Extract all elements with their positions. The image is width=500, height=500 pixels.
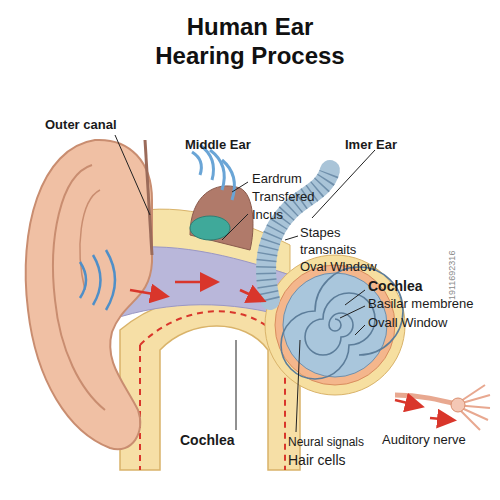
part-label: Neural signals (288, 436, 364, 449)
leader-line (115, 135, 150, 215)
leader-line (296, 340, 300, 432)
part-label: Ovall Window (368, 316, 447, 330)
sound-wave (210, 150, 224, 190)
leader-line (340, 306, 365, 318)
part-label: Outer canal (45, 118, 117, 132)
part-label: Basilar membrene (368, 297, 474, 311)
section-label: Middle Ear (185, 138, 251, 152)
blood-vessel (140, 311, 285, 470)
sound-wave (106, 250, 115, 310)
leader-line (222, 214, 248, 240)
part-label: Auditory nerve (382, 433, 466, 447)
leader-line (312, 150, 375, 218)
ear-fold (53, 165, 105, 410)
leader-line (236, 340, 237, 430)
part-label: Stapes (300, 226, 340, 240)
sound-wave (80, 262, 86, 298)
signal-arrow (430, 418, 452, 420)
leader-lines (115, 135, 375, 432)
leader-line (355, 325, 365, 335)
part-label: Incus (252, 208, 283, 222)
signal-arrow (130, 290, 165, 296)
leader-line (232, 182, 248, 192)
outer-ear (26, 140, 152, 449)
signal-arrow (240, 290, 262, 300)
part-label: transnaits (300, 243, 356, 257)
part-label: Hair cells (288, 453, 346, 468)
part-label: Cochlea (180, 433, 234, 448)
diagram-title: Human Ear Hearing Process (150, 12, 350, 70)
auditory-nerve (395, 395, 460, 405)
section-label: Imer Ear (345, 138, 397, 152)
ear-fold (80, 190, 100, 290)
sound-wave (93, 255, 101, 305)
eardrum (190, 216, 230, 240)
blood-vessel (139, 345, 141, 470)
middle-ear (190, 186, 253, 250)
part-label: Eardrum (252, 172, 302, 186)
part-label: Transfered (252, 190, 314, 204)
watermark: 1911692316 (448, 251, 458, 300)
sound-wave (192, 152, 201, 175)
sound-wave (222, 160, 234, 200)
signal-arrow (395, 400, 420, 406)
leader-line (285, 236, 298, 240)
part-label: Cochlea (368, 279, 422, 294)
leader-line (345, 290, 365, 305)
signal-arrow (175, 281, 215, 284)
canal-tube (145, 140, 152, 255)
part-label: Oval Wlndow (300, 260, 377, 274)
nerve-ending (451, 398, 465, 412)
